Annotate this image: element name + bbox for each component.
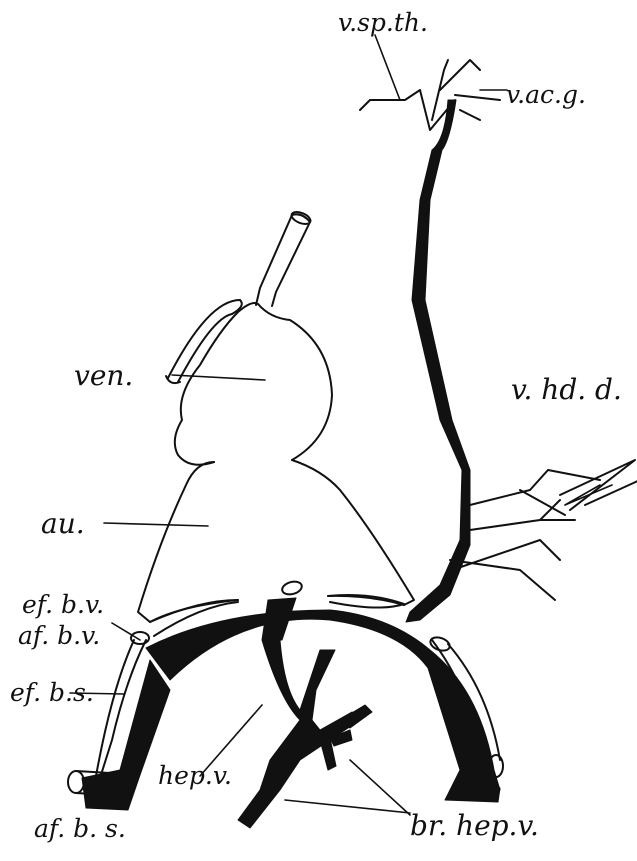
auricle <box>138 460 414 622</box>
label-v-ac-g: v.ac.g. <box>506 82 586 107</box>
label-af-b-v: af. b.v. <box>18 623 100 648</box>
label-v-hd-d: v. hd. d. <box>511 376 622 404</box>
label-v-sp-th: v.sp.th. <box>338 10 428 35</box>
label-br-hep-v: br. hep.v. <box>410 812 539 840</box>
label-ven: ven. <box>74 362 133 390</box>
ventricle-side-vessel <box>168 300 240 382</box>
spermatheca-vein <box>360 60 500 130</box>
label-au: au. <box>41 510 85 538</box>
main-vein <box>406 100 470 622</box>
aorta-opening <box>290 210 312 227</box>
aorta-tube <box>256 214 310 306</box>
label-hep-v: hep.v. <box>158 763 232 788</box>
hepatic-duct-veins <box>450 470 600 600</box>
label-af-b-s: af. b. s. <box>34 816 126 841</box>
label-ef-b-v: ef. b.v. <box>22 592 104 617</box>
label-ef-b-s: ef. b.s. <box>10 680 94 705</box>
